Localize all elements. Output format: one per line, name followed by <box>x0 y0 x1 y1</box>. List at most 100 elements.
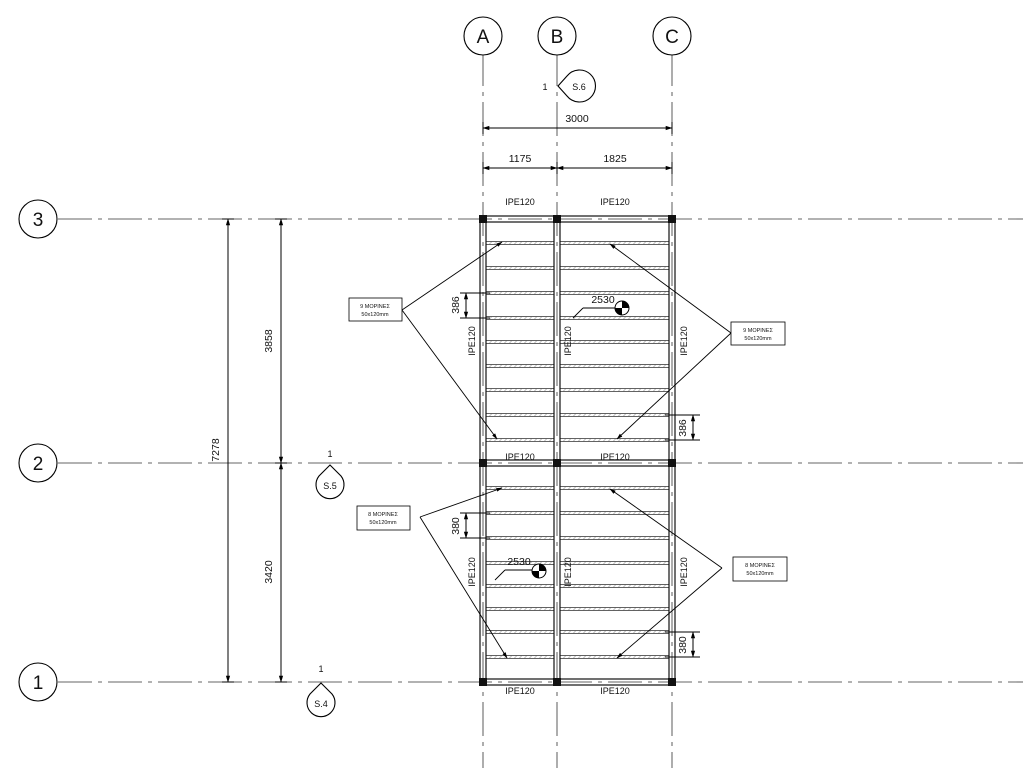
joist-hatch <box>567 413 572 417</box>
beam-label-vert-b-upper: IPE120 <box>563 326 573 356</box>
joist-hatch <box>503 486 508 490</box>
joist-hatch <box>488 511 493 515</box>
note-lower-right: 8 ΜΟΡΙΝΕΣ 50x120mm <box>609 488 788 659</box>
joist-hatch <box>662 388 667 392</box>
joist-hatch <box>642 584 647 588</box>
joist-hatch <box>503 511 508 515</box>
joist-hatch <box>627 388 632 392</box>
joist-hatch <box>493 511 498 515</box>
joist-hatch <box>513 388 518 392</box>
joist-hatch <box>597 561 602 565</box>
joist-hatch <box>508 486 513 490</box>
joist-hatch <box>612 291 617 295</box>
joist-hatch <box>493 266 498 270</box>
joist-hatch <box>488 316 493 320</box>
joist-hatch <box>622 561 627 565</box>
joist-hatch <box>538 536 543 540</box>
joist-hatch <box>642 607 647 611</box>
joist-hatch <box>528 241 533 245</box>
joist-hatch <box>523 607 528 611</box>
dimension-3000: 3000 <box>565 113 589 125</box>
joist-hatch <box>538 438 543 442</box>
joist-hatch <box>508 388 513 392</box>
joist-hatch <box>642 438 647 442</box>
joist-hatch <box>543 486 548 490</box>
joist-hatch <box>543 655 548 659</box>
joist-hatch <box>548 316 553 320</box>
section-marker-s5[interactable]: S.5 1 <box>315 449 345 500</box>
joist-hatch <box>572 364 577 368</box>
joist-hatch <box>518 340 523 344</box>
joist-hatch <box>617 584 622 588</box>
joist-hatch <box>498 536 503 540</box>
joist-hatch <box>533 266 538 270</box>
joist-hatch <box>582 316 587 320</box>
joist-hatch <box>513 241 518 245</box>
joist-hatch <box>607 266 612 270</box>
joist-hatch <box>503 438 508 442</box>
joist-hatch <box>632 291 637 295</box>
joist-hatch <box>498 655 503 659</box>
joist-hatch <box>622 584 627 588</box>
joist-hatch <box>647 584 652 588</box>
joist-hatch <box>657 291 662 295</box>
joist-hatch <box>662 340 667 344</box>
joist-hatch <box>508 266 513 270</box>
section-marker-s4[interactable]: S.4 1 <box>306 664 336 718</box>
joist-hatch <box>637 266 642 270</box>
joist-hatch <box>652 241 657 245</box>
joist-hatch <box>647 607 652 611</box>
joist-hatch <box>543 388 548 392</box>
joist-hatch <box>647 536 652 540</box>
joist-hatch <box>652 438 657 442</box>
joist-hatch <box>637 316 642 320</box>
joist-hatch <box>607 316 612 320</box>
joist-hatch <box>647 655 652 659</box>
joist-hatch <box>498 607 503 611</box>
joist-hatch <box>503 584 508 588</box>
joist-hatch <box>647 241 652 245</box>
joist-hatch <box>518 584 523 588</box>
joist-hatch <box>642 486 647 490</box>
joist-hatch <box>627 486 632 490</box>
joist-hatch <box>652 511 657 515</box>
note-upper-right-line2: 50x120mm <box>744 336 772 342</box>
joist-hatch <box>617 536 622 540</box>
joist-hatch <box>607 340 612 344</box>
joist-hatch <box>513 536 518 540</box>
joist-hatch <box>582 536 587 540</box>
joist-hatch <box>642 316 647 320</box>
joist-hatch <box>518 655 523 659</box>
joist-hatch <box>513 630 518 634</box>
joist-hatch <box>572 511 577 515</box>
main-beams <box>479 215 676 686</box>
joist-hatch <box>488 364 493 368</box>
dimension-3420: 3420 <box>263 560 275 584</box>
joist-hatch <box>617 241 622 245</box>
note-upper-left: 9 ΜΟΡΙΝΕΣ 50x120mm <box>348 241 503 440</box>
joist-hatch <box>602 340 607 344</box>
joist-hatch <box>642 364 647 368</box>
joist-hatch <box>548 364 553 368</box>
dimension-bays: 1175 1825 <box>482 153 673 174</box>
section-marker-s6[interactable]: S.6 1 <box>542 69 597 103</box>
joist-hatch <box>582 241 587 245</box>
joist-hatch <box>518 486 523 490</box>
joist-hatch <box>657 607 662 611</box>
joist-hatch <box>637 655 642 659</box>
joist-hatch <box>662 316 667 320</box>
joist-hatch <box>642 340 647 344</box>
joist-hatch <box>587 364 592 368</box>
joist-hatch <box>657 413 662 417</box>
grid-label-a: A <box>477 27 490 48</box>
joist-hatch <box>612 364 617 368</box>
joist-hatch <box>662 584 667 588</box>
joist-hatch <box>612 511 617 515</box>
joist-hatch <box>528 266 533 270</box>
joist-hatch <box>562 561 567 565</box>
joist-hatch <box>572 438 577 442</box>
joist-hatch <box>538 388 543 392</box>
joist-hatch <box>498 364 503 368</box>
joist-hatch <box>493 364 498 368</box>
